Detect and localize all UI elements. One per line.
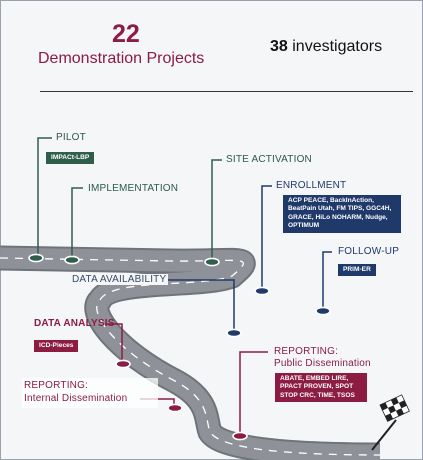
reporting-internal-label: REPORTING: bbox=[24, 380, 89, 391]
reporting-public-leader bbox=[239, 351, 268, 434]
pilot-marker bbox=[28, 253, 44, 263]
implementation-label: IMPLEMENTATION bbox=[88, 183, 179, 194]
reporting-public-project-line: PPACT PROVEN, SPOT bbox=[280, 383, 354, 391]
enrollment-leader bbox=[261, 185, 272, 289]
reporting-internal-backdrop bbox=[22, 378, 158, 408]
enrollment-marker bbox=[254, 286, 270, 296]
data-analysis-leader bbox=[105, 323, 123, 362]
reporting-public-label: REPORTING: bbox=[274, 346, 339, 357]
reporting-internal-sublabel: Internal Dissemination bbox=[24, 393, 128, 404]
pilot-label: PILOT bbox=[56, 132, 86, 143]
data-availability-label: DATA AVAILABILITY bbox=[70, 274, 169, 285]
investigators-summary: 38 investigators bbox=[270, 38, 382, 56]
reporting-public-project-line: STOP CRC, TIME, TSOS bbox=[280, 391, 355, 399]
pilot-leader bbox=[37, 137, 52, 258]
reporting-internal-marker bbox=[167, 403, 183, 413]
data-analysis-project-tag: ICD-Pieces bbox=[34, 340, 79, 353]
enrollment-project-line: GRACE, HiLo NOHARM, Nudge, bbox=[288, 213, 388, 221]
data-availability-leader bbox=[160, 279, 235, 331]
projects-count: 22 bbox=[112, 20, 140, 48]
enrollment-project-tag: ACP PEACE, BackInAction, BeatPain Utah, … bbox=[283, 195, 401, 233]
data-availability-marker bbox=[226, 328, 242, 338]
enrollment-project-line: BeatPain Utah, FM TIPS, GGC4H, bbox=[288, 205, 392, 213]
enrollment-project-line: ACP PEACE, BackInAction, bbox=[288, 197, 374, 204]
follow-up-leader bbox=[322, 251, 332, 309]
data-analysis-marker bbox=[115, 359, 131, 369]
header-divider bbox=[40, 91, 413, 92]
pilot-project-tag: IMPACt-LBP bbox=[46, 152, 95, 165]
projects-label: Demonstration Projects bbox=[38, 50, 205, 67]
road-centerline bbox=[0, 257, 381, 456]
enrollment-project-line: OPTIMUM bbox=[288, 222, 320, 230]
investigators-label: investigators bbox=[292, 38, 383, 55]
implementation-marker bbox=[64, 255, 80, 265]
follow-up-marker bbox=[315, 306, 331, 316]
reporting-public-project-line: ABATE, EMBED LIRE, bbox=[280, 375, 349, 382]
follow-up-project-tag: PRIM-ER bbox=[338, 264, 376, 277]
checkered-flag-icon bbox=[371, 394, 410, 451]
enrollment-label: ENROLLMENT bbox=[276, 180, 347, 191]
site-activation-label: SITE ACTIVATION bbox=[226, 154, 312, 165]
site-activation-marker bbox=[204, 257, 220, 267]
reporting-public-marker bbox=[232, 431, 248, 441]
implementation-leader bbox=[71, 187, 83, 260]
data-analysis-label: DATA ANALYSIS bbox=[34, 318, 115, 329]
site-activation-leader bbox=[211, 159, 222, 262]
reporting-public-project-tag: ABATE, EMBED LIRE, PPACT PROVEN, SPOT ST… bbox=[275, 373, 367, 403]
reporting-public-sublabel: Public Dissemination bbox=[274, 358, 371, 369]
follow-up-label: FOLLOW-UP bbox=[338, 246, 400, 257]
investigators-count: 38 bbox=[270, 38, 288, 55]
